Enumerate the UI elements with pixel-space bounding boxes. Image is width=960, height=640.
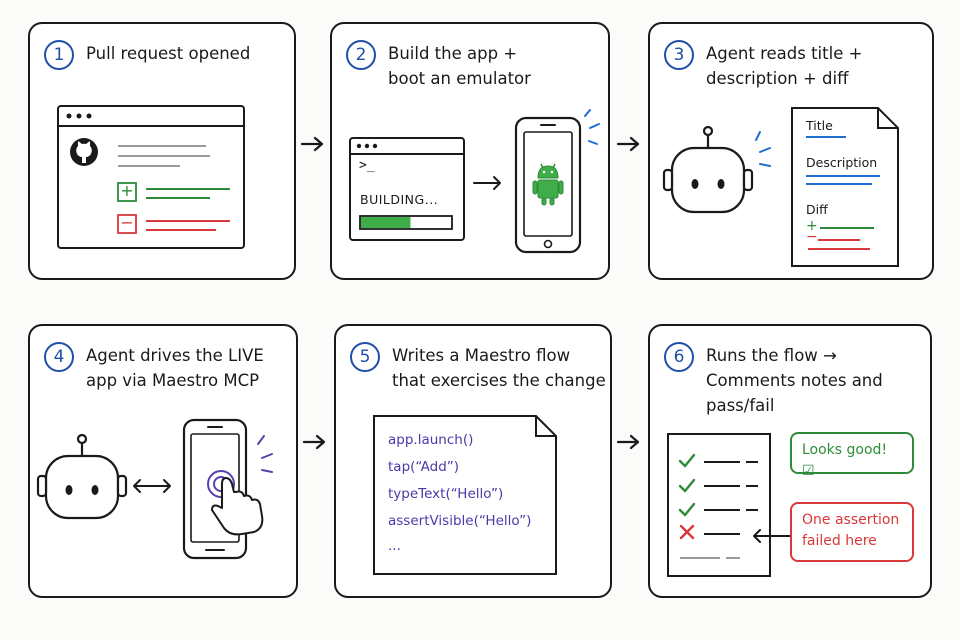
step-3-title: Agent reads title + description + diff	[706, 44, 863, 88]
code-line: typeText(“Hello”)	[388, 486, 504, 502]
add-box-icon	[117, 182, 137, 202]
step-3-number-badge: 3	[664, 40, 694, 70]
failure-comment: One assertion failed here	[790, 502, 914, 562]
doc-diff-label: Diff	[806, 202, 828, 217]
window-dot-icon	[66, 113, 72, 119]
build-progress-fill	[361, 217, 411, 228]
check-icon	[678, 478, 696, 493]
arrow-right-icon	[473, 176, 501, 190]
step-5-number-badge: 5	[350, 342, 380, 372]
arrow-left-icon	[753, 529, 791, 543]
remove-symbol: −	[120, 213, 134, 232]
cross-icon	[679, 524, 695, 540]
terminal-prompt: >_	[359, 158, 375, 173]
doc-description-label: Description	[806, 155, 878, 170]
signal-icon	[257, 435, 273, 473]
code-line: ...	[388, 538, 401, 554]
add-symbol: +	[120, 181, 134, 200]
code-line: app.launch()	[388, 432, 474, 448]
maestro-flow-document	[373, 415, 557, 575]
test-results-list	[667, 433, 771, 577]
step-6-number-badge: 6	[664, 342, 694, 372]
step-2-number-badge: 2	[346, 40, 376, 70]
step-1-title: Pull request opened	[86, 44, 251, 63]
step-1-number-badge: 1	[44, 40, 74, 70]
flow-arrow-icon	[616, 136, 640, 152]
code-line: tap(“Add”)	[388, 459, 460, 475]
signal-icon	[755, 131, 771, 167]
step-4-number-badge: 4	[44, 342, 74, 372]
doc-title-label: Title	[806, 118, 833, 133]
success-comment: Looks good! ☑	[790, 432, 914, 479]
build-status-text: BUILDING...	[360, 192, 439, 207]
android-icon	[532, 163, 564, 206]
bidirectional-arrow-icon	[133, 479, 171, 493]
step-4-title: Agent drives the LIVE app via Maestro MC…	[86, 346, 264, 390]
window-dot-icon	[76, 113, 82, 119]
terminal-window	[349, 137, 465, 241]
diff-remove-symbol: −	[806, 229, 818, 245]
remove-box-icon	[117, 214, 137, 234]
step-5-title: Writes a Maestro flow that exercises the…	[392, 346, 606, 390]
pr-document	[791, 107, 899, 267]
flow-arrow-icon	[300, 136, 324, 152]
window-dot-icon	[86, 113, 92, 119]
code-line: assertVisible(“Hello”)	[388, 513, 532, 529]
flow-arrow-icon	[616, 434, 640, 450]
check-icon	[678, 453, 696, 468]
github-logo-icon	[70, 138, 98, 166]
step-6-title: Runs the flow → Comments notes and pass/…	[706, 346, 883, 415]
browser-window	[57, 105, 245, 249]
diff-add-symbol: +	[806, 218, 818, 234]
signal-icon	[584, 109, 600, 145]
agent-robot-icon	[36, 433, 128, 520]
agent-robot-icon	[662, 125, 754, 214]
flow-arrow-icon	[302, 434, 326, 450]
check-icon	[678, 502, 696, 517]
hand-pointer-icon	[211, 477, 264, 536]
step-2-title: Build the app + boot an emulator	[388, 44, 531, 88]
